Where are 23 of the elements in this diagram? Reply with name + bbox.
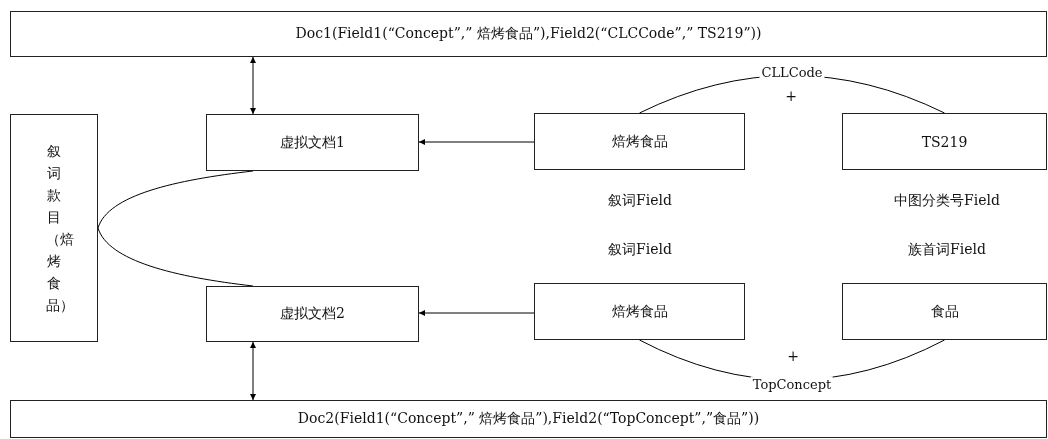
field-value-box: 食品 [842,283,1047,340]
entry-box: 叙词款目（焙烤食品） [10,114,98,342]
field-label: 中图分类号Field [894,192,1000,210]
plus-sign: + [787,348,799,364]
field-label: 族首词Field [908,241,986,259]
plus-sign: + [785,88,797,104]
field-label: 叙词Field [608,192,672,210]
connector-line [97,227,254,287]
document-box: Doc1(Field1(“Concept”,” 焙烤食品”),Field2(“CLCCode”,” TS219”)) [10,11,1047,57]
virtual-document-box: 虚拟文档1 [206,114,419,171]
field-value-box: 焙烤食品 [534,113,745,170]
arrow [418,139,535,145]
field-value-box: 焙烤食品 [534,283,745,340]
edge-label: CLLCode [759,64,825,79]
arrow [250,341,256,401]
arrow [250,56,256,115]
virtual-document-box: 虚拟文档2 [206,286,419,342]
connector-line [97,170,254,229]
document-box: Doc2(Field1(“Concept”,” 焙烤食品”),Field2(“TopConcept”,”食品”)) [10,400,1047,438]
field-value-box: TS219 [842,113,1047,170]
field-label: 叙词Field [608,241,672,259]
edge-label: TopConcept [750,376,834,392]
arrow [418,310,535,316]
